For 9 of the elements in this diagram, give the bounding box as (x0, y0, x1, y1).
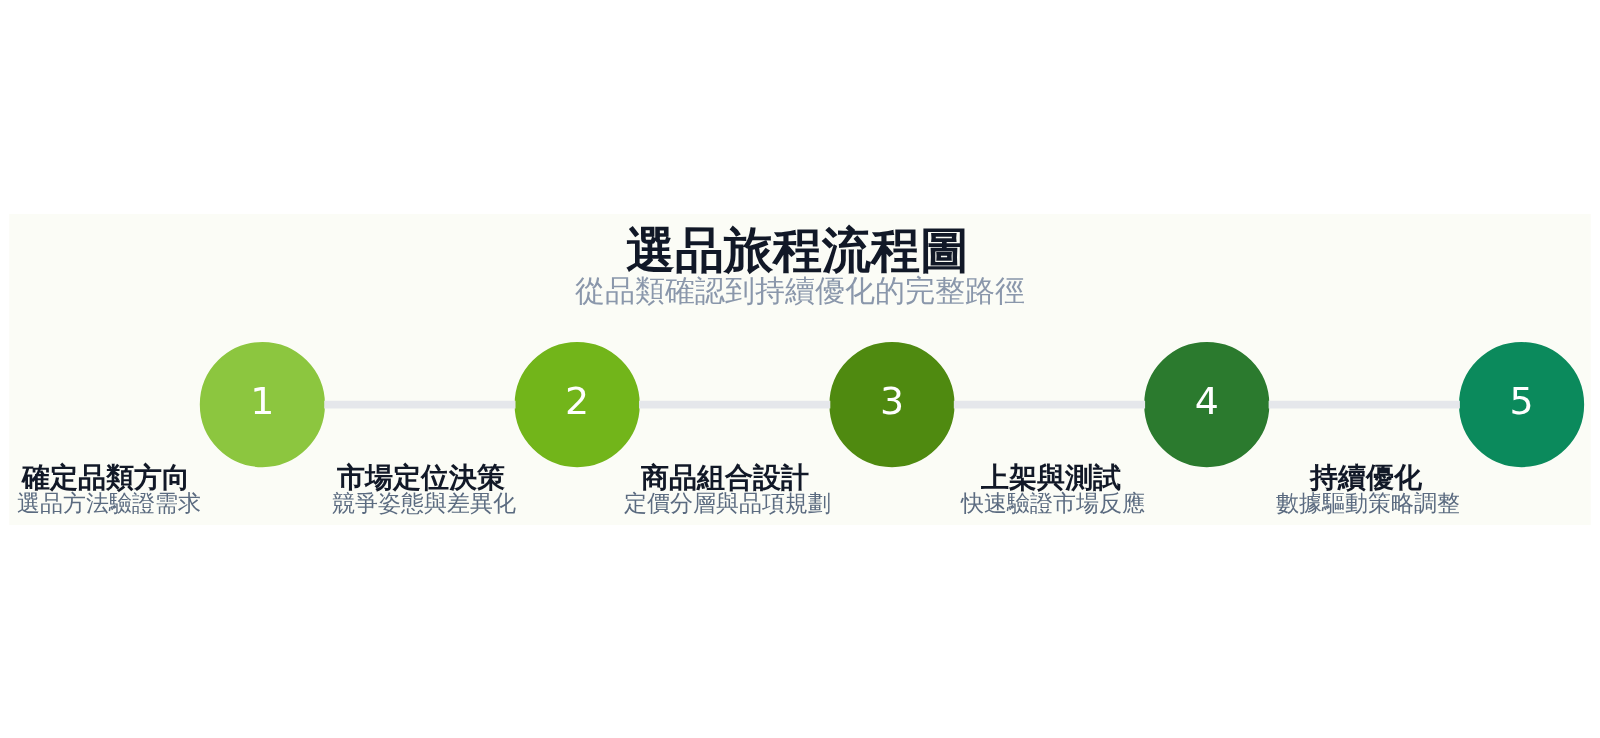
connector (953, 400, 1146, 408)
connector (324, 400, 516, 408)
connector (639, 400, 831, 408)
connector (1268, 400, 1460, 408)
node-circle: 1 (199, 341, 325, 467)
node-circle: 5 (1459, 341, 1585, 467)
node-circle: 4 (1144, 341, 1270, 467)
node-circle: 2 (514, 341, 640, 467)
node-circle: 3 (829, 341, 955, 467)
